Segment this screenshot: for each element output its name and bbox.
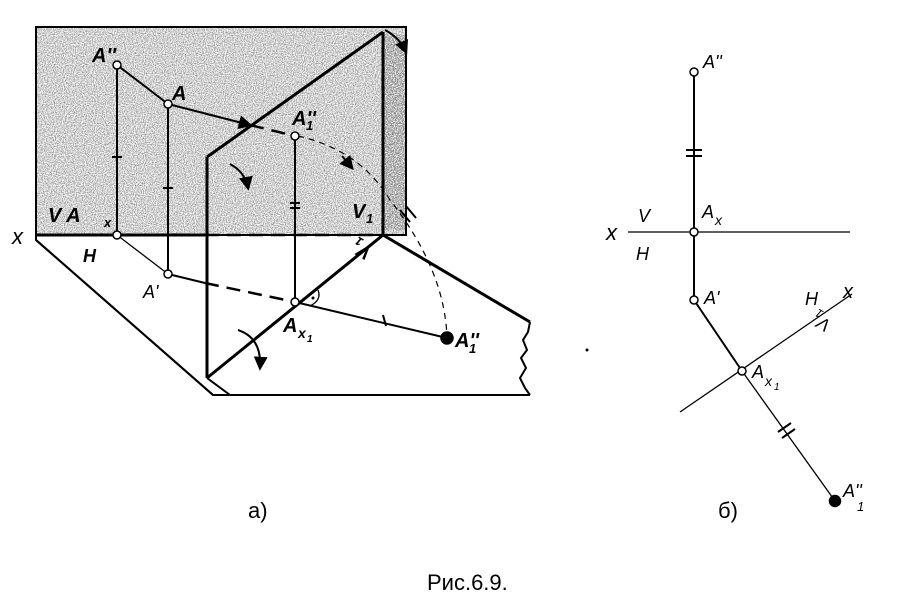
point-a1-b <box>689 295 699 305</box>
v-plane-shading <box>36 27 406 235</box>
point-a12-top <box>290 131 300 141</box>
right-angle-dot <box>311 296 315 300</box>
a1-to-ax1-b <box>693 299 743 372</box>
label-a12-bottom: A'' <box>454 330 480 352</box>
label-v1-axis-b-group: V 1 <box>812 306 834 336</box>
scan-speck <box>585 348 589 352</box>
ax1-to-a12-b <box>741 370 836 502</box>
point-ax <box>112 230 122 240</box>
v1-x1-tick-a <box>399 209 411 223</box>
point-a <box>163 99 173 109</box>
label-v-b: V <box>638 206 652 226</box>
point-a1 <box>163 269 173 279</box>
rotation-arrow-mid <box>229 163 253 191</box>
label-a1-b: A' <box>703 288 720 308</box>
tick-b-3 <box>777 422 792 433</box>
h-plane-outline <box>35 235 230 396</box>
rotation-arrow-top <box>384 29 409 55</box>
point-a2-b <box>689 67 699 77</box>
label-h-axis-b: H <box>805 289 819 309</box>
rotation-arrow-bottom <box>237 329 268 371</box>
figure-caption: Рис.6.9. <box>427 570 508 595</box>
label-v1: V <box>352 201 367 223</box>
label-h-a: H <box>83 246 97 266</box>
a2-to-a <box>116 64 169 105</box>
a1-to-ax1-solid <box>167 273 206 284</box>
point-ax1 <box>290 297 300 307</box>
label-x-a: x <box>11 224 24 249</box>
caption-a: а) <box>248 498 268 523</box>
ax-to-a1 <box>116 234 169 275</box>
v1-plane-top-edge <box>206 30 384 159</box>
label-a12-bottom-sub: 1 <box>469 341 476 356</box>
rotated-plane-left <box>206 377 231 396</box>
h-plane-left-edge <box>35 239 214 396</box>
label-ax1-b-subsub: 1 <box>774 382 780 393</box>
label-h-b: H <box>636 244 650 264</box>
point-ax-b <box>689 227 699 237</box>
ax1-to-a12-bottom <box>294 301 448 339</box>
tick-b-4 <box>781 428 796 439</box>
point-a12-bottom <box>440 331 454 345</box>
a-to-v1-solid <box>167 103 253 130</box>
label-ax1-subsub: 1 <box>307 334 313 345</box>
rotation-arc <box>297 135 448 339</box>
v1-plane-shading <box>383 35 405 230</box>
a-to-v1-dashed <box>249 123 296 138</box>
v1-x1-tick-b <box>405 205 417 219</box>
label-ax1-sub: x <box>297 325 307 341</box>
label-ax1: A <box>282 315 297 337</box>
caption-b: б) <box>718 498 738 523</box>
label-a: A <box>171 83 186 105</box>
label-a12-b: A'' <box>842 481 862 501</box>
label-ax1-b-sub: x <box>764 373 773 389</box>
tick-5 <box>382 314 387 327</box>
label-a2: A'' <box>91 45 117 67</box>
label-v-ax: V A <box>48 205 81 227</box>
h-plane-right-edge <box>382 233 531 324</box>
label-a1: A' <box>142 282 159 302</box>
right-angle-mark <box>309 289 320 307</box>
a1-to-ax1-dashed <box>204 281 296 304</box>
label-ax-b: A <box>701 202 714 222</box>
point-a12-b <box>828 494 842 508</box>
label-a12-b-sub: 1 <box>857 499 864 514</box>
label-ax1-b: A <box>751 362 764 382</box>
figure-b: A'' V A x x H A' H x V 1 A x 1 A'' 1 б) <box>605 52 864 523</box>
rotated-plane-torn-edge <box>518 321 531 396</box>
arc-arrow <box>339 154 354 171</box>
label-v1-sub: 1 <box>366 211 373 226</box>
figure-a: A'' A A'' 1 V A x x H A' V 1 V 1 A x 1 A… <box>11 26 531 523</box>
label-a12-top-sub: 1 <box>306 118 313 133</box>
label-v-ax-sub: x <box>103 215 112 230</box>
label-a12-top: A'' <box>291 108 317 130</box>
label-x-axis-b: x <box>842 281 854 303</box>
v-plane-frame <box>35 26 407 236</box>
x1-axis-b <box>679 293 853 413</box>
label-ax-b-sub: x <box>714 212 723 228</box>
point-a2 <box>112 60 122 70</box>
label-a2-b: A'' <box>702 52 722 72</box>
label-x-b: x <box>605 220 618 245</box>
point-ax1-b <box>737 366 747 376</box>
